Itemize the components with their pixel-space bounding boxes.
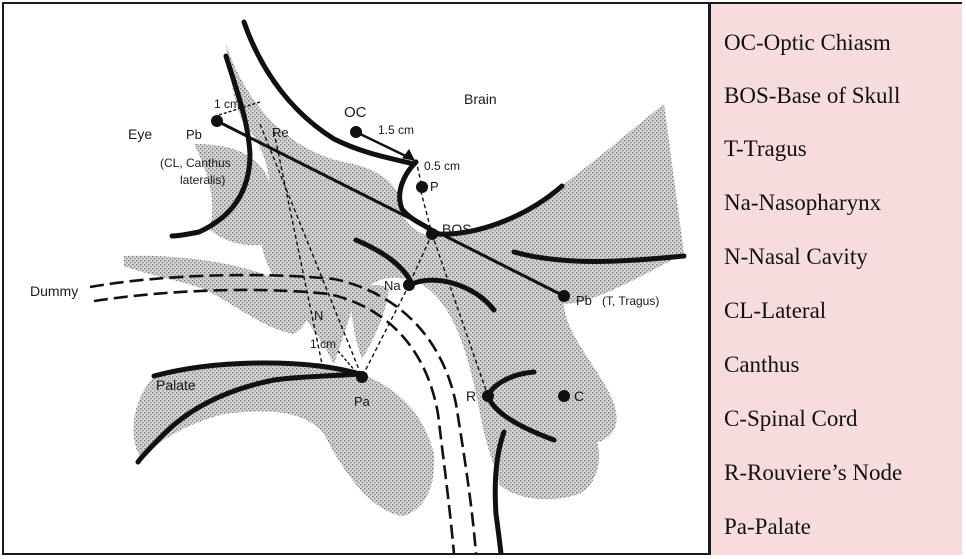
label-pa: Pa <box>354 394 371 409</box>
legend-item-t: T-Tragus <box>724 136 807 162</box>
legend-item-pa: Pa-Palate <box>724 514 811 540</box>
point-pb-anterior <box>211 115 223 127</box>
label-dummy: Dummy <box>30 283 78 299</box>
anatomy-diagram: Brain Eye OC Pb (CL, Canthus lateralis) … <box>4 4 708 555</box>
label-0-5cm: 0.5 cm <box>424 159 460 173</box>
legend-item-bos: BOS-Base of Skull <box>724 83 900 109</box>
point-c <box>558 390 570 402</box>
point-oc <box>350 126 362 138</box>
label-bos: BOS <box>442 221 472 237</box>
label-cl-line1: (CL, Canthus <box>160 156 231 170</box>
label-cl-line2: lateralis) <box>180 173 225 187</box>
label-p: P <box>430 179 439 194</box>
label-1-5cm: 1.5 cm <box>378 123 414 137</box>
label-re: Re <box>272 125 289 140</box>
point-pa <box>356 371 368 383</box>
label-eye: Eye <box>128 126 152 142</box>
nasal-strip-tissue <box>352 285 389 359</box>
label-t-tragus: (T, Tragus) <box>602 294 659 308</box>
label-r: R <box>466 388 476 404</box>
label-c: C <box>574 388 584 404</box>
legend-item-na: Na-Nasopharynx <box>724 190 881 216</box>
label-na: Na <box>384 278 401 293</box>
label-brain: Brain <box>464 91 497 107</box>
point-r <box>482 390 494 402</box>
legend-item-n: N-Nasal Cavity <box>724 244 868 270</box>
legend-item-c: C-Spinal Cord <box>724 406 858 432</box>
legend-item-canthus: Canthus <box>724 352 799 378</box>
label-oc: OC <box>344 104 367 121</box>
point-bos <box>426 228 438 240</box>
skull-base-tissue <box>226 44 684 496</box>
legend-item-r: R-Rouviere’s Node <box>724 460 902 486</box>
label-n: N <box>314 308 323 323</box>
legend-item-oc: OC-Optic Chiasm <box>724 30 891 56</box>
point-na <box>403 279 415 291</box>
legend-panel: OC-Optic Chiasm BOS-Base of Skull T-Trag… <box>708 4 962 555</box>
label-pb-anterior: Pb <box>186 127 202 142</box>
label-1cm-top: 1 cm <box>214 97 240 111</box>
legend-item-cl: CL-Lateral <box>724 298 826 324</box>
label-palate: Palate <box>156 377 196 393</box>
label-pb-posterior: Pb <box>576 293 592 308</box>
tissue-regions <box>124 44 684 516</box>
point-pb-posterior <box>558 290 570 302</box>
dimension-arrowhead <box>403 150 414 160</box>
point-p <box>416 181 428 193</box>
label-1cm-bottom: 1 cm <box>310 337 336 351</box>
pharynx-tissue <box>494 434 599 499</box>
